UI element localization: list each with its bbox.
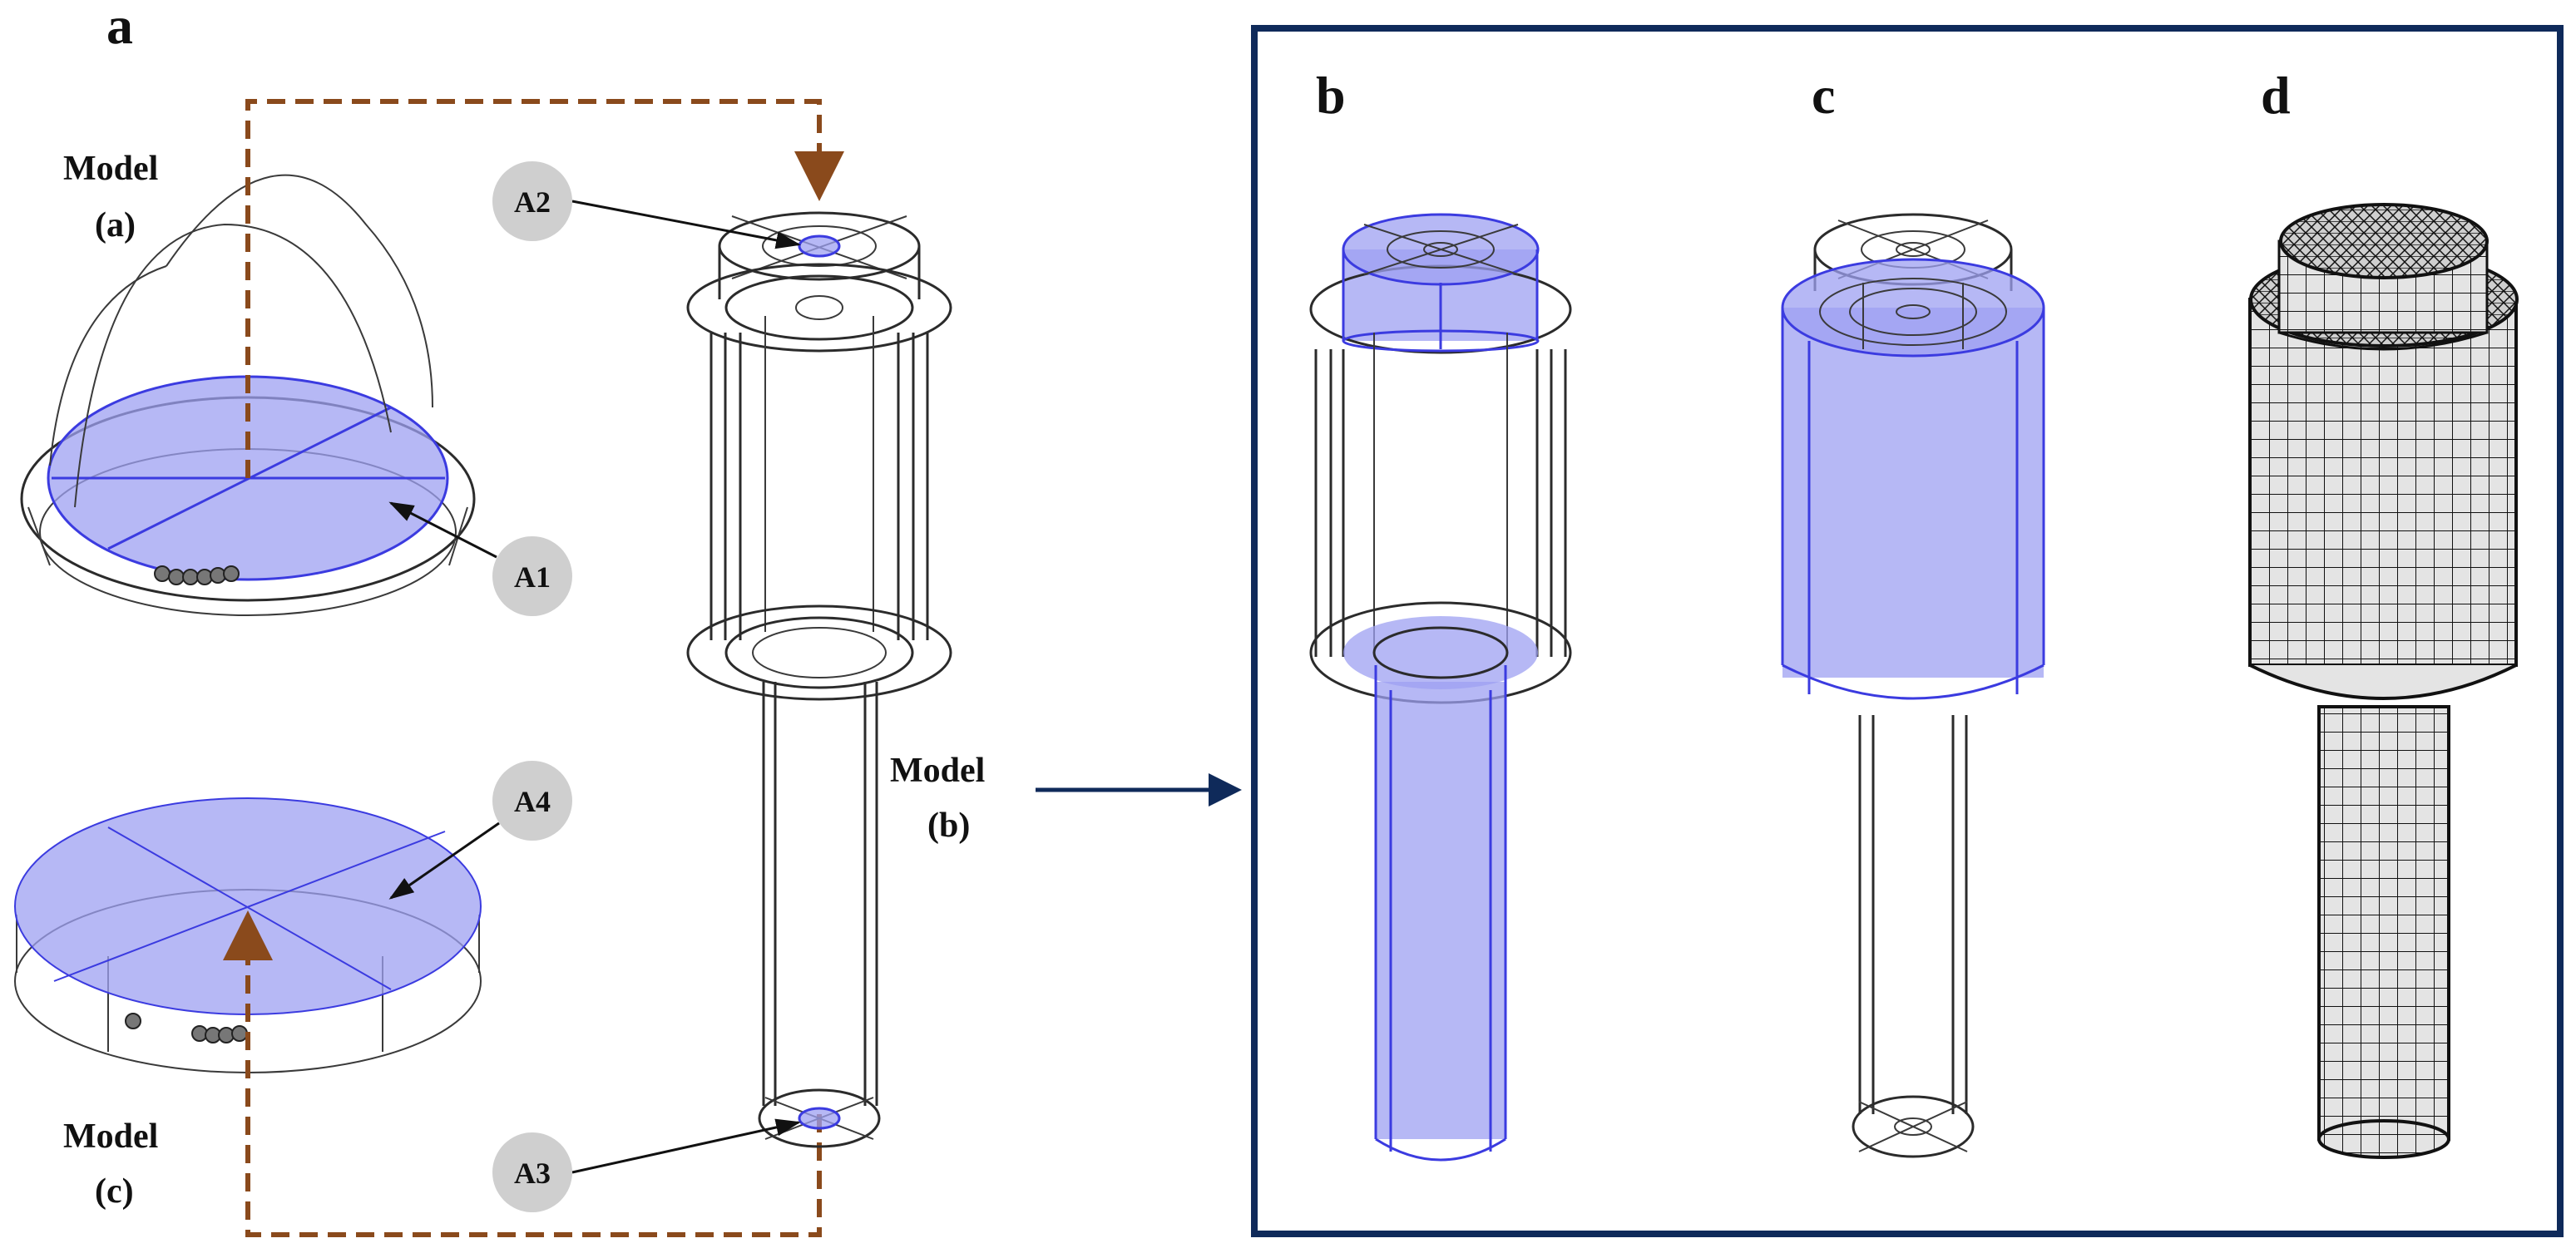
- dashed-connector-top: [245, 99, 844, 478]
- model-b-label-line1: Model: [890, 752, 985, 790]
- model-c-label-line1: Model: [63, 1117, 158, 1156]
- panel-b-drawing: [1309, 213, 1572, 1162]
- surface-a3: [798, 1107, 841, 1130]
- panel-frame: [1251, 25, 2564, 1237]
- badge-a2: A2: [492, 161, 801, 249]
- model-c-label-line2: (c): [95, 1172, 134, 1211]
- badge-a3: A3: [492, 1118, 801, 1212]
- panel-letter-a: a: [106, 0, 133, 55]
- badge-a4-label: A4: [514, 785, 551, 818]
- surface-a2: [798, 234, 841, 258]
- model-b-label-line2: (b): [927, 807, 970, 845]
- model-b-drawing: [686, 211, 952, 1148]
- badge-a3-label: A3: [514, 1157, 551, 1190]
- dashed-connector-bottom: [223, 910, 822, 1237]
- badge-a2-label: A2: [514, 185, 551, 219]
- model-a-label-line1: Model: [63, 150, 158, 188]
- badge-a4: A4: [388, 761, 572, 900]
- panel-c-drawing: [1781, 213, 2045, 1158]
- badge-a1-label: A1: [514, 560, 551, 594]
- badge-a1: A1: [388, 501, 572, 616]
- panel-d-drawing: [2248, 203, 2519, 1159]
- panel-letter-c: c: [1812, 66, 1835, 125]
- panel-letter-d: d: [2261, 66, 2291, 125]
- particles-icon: [154, 565, 240, 585]
- model-a-label-line2: (a): [95, 206, 136, 244]
- particles-icon: [125, 1013, 248, 1043]
- panel-letter-b: b: [1316, 66, 1346, 125]
